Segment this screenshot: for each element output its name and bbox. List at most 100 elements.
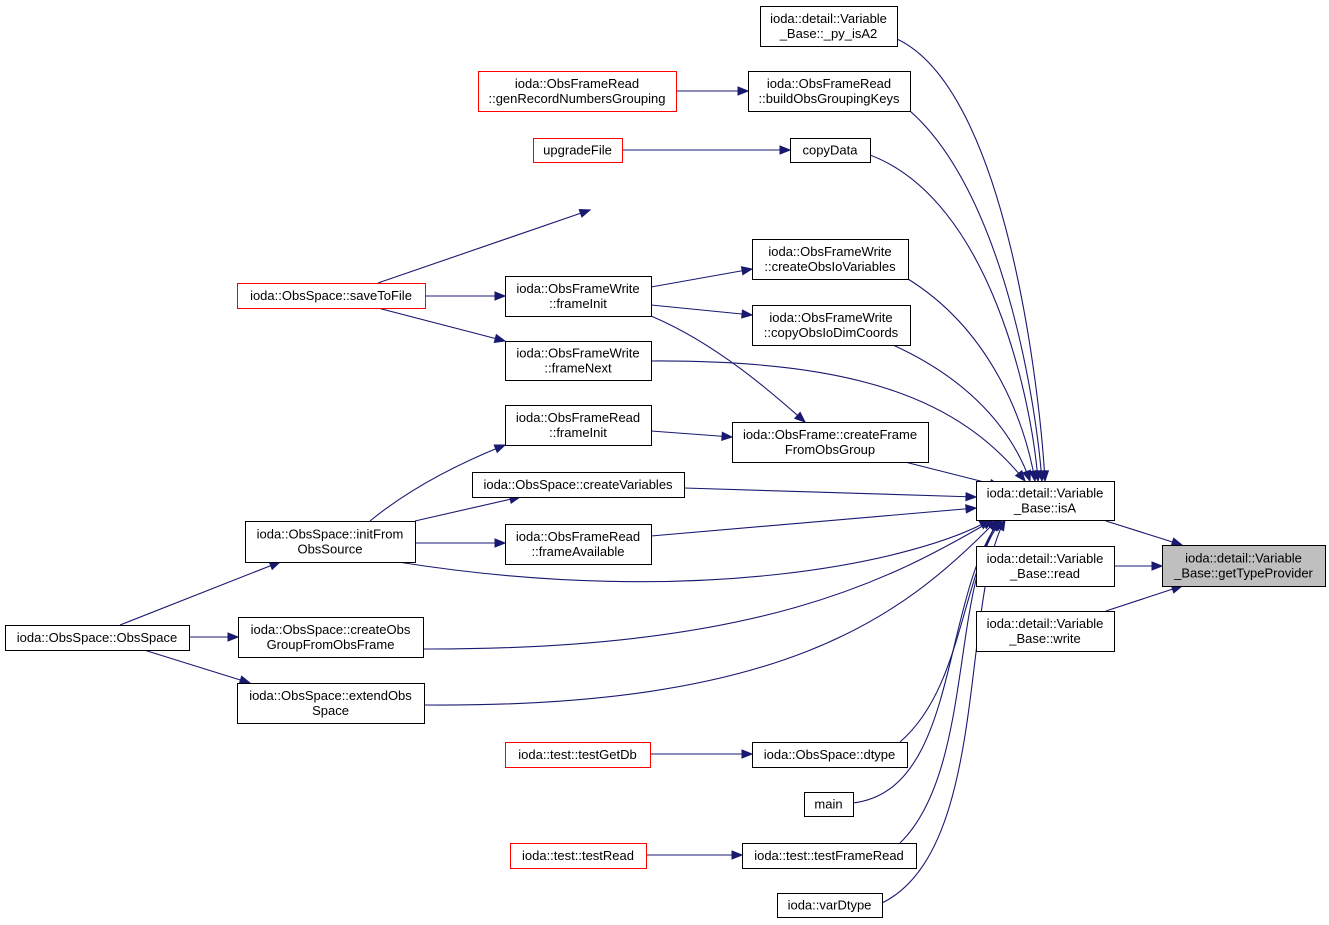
arrowhead-icon	[965, 504, 978, 514]
node-label: ::frameAvailable	[532, 544, 625, 559]
node-label: ::copyObsIoDimCoords	[764, 325, 899, 340]
node-box	[1162, 545, 1326, 587]
edge-fwFrameInit-to-createFrameFromObsGroup	[650, 315, 806, 423]
arrowhead-icon	[1014, 469, 1026, 483]
arrowhead-icon	[578, 208, 592, 218]
node-label: copyData	[803, 143, 859, 158]
node-label: ioda::ObsFrameRead	[515, 76, 639, 91]
node-label: ioda::ObsFrameRead	[767, 76, 891, 91]
node-frameAvailable[interactable]: ioda::ObsFrameRead::frameAvailable	[505, 524, 652, 565]
node-createObsIoVariables[interactable]: ioda::ObsFrameWrite::createObsIoVariable…	[752, 239, 909, 280]
node-fwFrameInit[interactable]: ioda::ObsFrameWrite::frameInit	[505, 276, 652, 317]
edge-initFromObsSource-to-createVariables	[414, 496, 521, 522]
arrowhead-icon	[238, 675, 252, 685]
node-testFrameRead[interactable]: ioda::test::testFrameRead	[742, 843, 917, 869]
node-fwFrameNext[interactable]: ioda::ObsFrameWrite::frameNext	[505, 341, 652, 381]
node-box	[732, 422, 929, 463]
node-label: _Base::isA	[1013, 501, 1076, 516]
node-box	[237, 683, 425, 724]
node-box	[238, 617, 424, 658]
edge-obsSpaceCtor-to-extendObsSpace	[143, 649, 251, 684]
arrowhead-icon	[1151, 561, 1164, 571]
arrowhead-icon	[721, 431, 734, 441]
edge-copyData-to-isA	[869, 154, 1039, 482]
node-label: _Base::write	[1008, 631, 1081, 646]
node-dtype[interactable]: ioda::ObsSpace::dtype	[752, 742, 908, 768]
node-testRead[interactable]: ioda::test::testRead	[510, 843, 647, 869]
node-box	[505, 341, 652, 381]
node-genRecordNumbersGrouping[interactable]: ioda::ObsFrameRead::genRecordNumbersGrou…	[478, 71, 677, 112]
node-testGetDb[interactable]: ioda::test::testGetDb	[505, 742, 651, 768]
node-main[interactable]: main	[804, 792, 854, 817]
node-copyObsIoDimCoords[interactable]: ioda::ObsFrameWrite::copyObsIoDimCoords	[752, 305, 911, 346]
arrowhead-icon	[741, 749, 754, 759]
node-createVariables[interactable]: ioda::ObsSpace::createVariables	[472, 472, 685, 498]
node-label: _Base::getTypeProvider	[1173, 566, 1313, 581]
node-frFrameInit[interactable]: ioda::ObsFrameRead::frameInit	[505, 405, 652, 446]
node-box	[505, 524, 652, 565]
node-label: ::buildObsGroupingKeys	[759, 91, 900, 106]
node-label: ioda::detail::Variable	[987, 486, 1104, 501]
nodes-layer: ioda::detail::Variable_Base::getTypeProv…	[5, 6, 1326, 918]
arrowhead-icon	[494, 538, 507, 548]
node-label: ioda::detail::Variable	[987, 616, 1104, 631]
node-label: _Base::_py_isA2	[779, 26, 878, 41]
node-label: _Base::read	[1009, 566, 1080, 581]
node-isA[interactable]: ioda::detail::Variable_Base::isA	[976, 481, 1115, 521]
node-obsSpaceCtor[interactable]: ioda::ObsSpace::ObsSpace	[5, 625, 190, 651]
arrowhead-icon	[494, 291, 507, 301]
edge-copyObsIoDimCoords-to-isA	[892, 344, 1031, 482]
arrowhead-icon	[779, 145, 792, 155]
node-label: GroupFromObsFrame	[267, 637, 395, 652]
arrowhead-icon	[741, 309, 754, 319]
node-upgradeFile[interactable]: upgradeFile	[533, 138, 623, 163]
node-label: ioda::ObsSpace::dtype	[764, 747, 896, 762]
node-getTypeProvider[interactable]: ioda::detail::Variable_Base::getTypeProv…	[1162, 545, 1326, 587]
node-label: ioda::test::testGetDb	[518, 747, 637, 762]
node-label: ioda::ObsFrameRead	[516, 529, 640, 544]
edge-fwFrameInit-to-copyObsIoDimCoords	[650, 304, 753, 316]
node-box	[472, 472, 685, 498]
node-buildObsGroupingKeys[interactable]: ioda::ObsFrameRead::buildObsGroupingKeys	[748, 71, 911, 112]
node-label: ioda::test::testRead	[522, 848, 634, 863]
node-label: ::frameInit	[549, 425, 607, 440]
node-varDtype[interactable]: ioda::varDtype	[777, 893, 883, 918]
node-label: ioda::ObsFrameWrite	[768, 244, 891, 259]
node-box	[752, 239, 909, 280]
arrowhead-icon	[493, 333, 507, 343]
edges-layer	[119, 38, 1184, 904]
node-box	[505, 405, 652, 446]
edge-saveToFile-to-fwFrameNext	[377, 307, 506, 342]
node-box	[478, 71, 677, 112]
edge-isA-to-getTypeProvider	[1105, 520, 1183, 546]
node-label: ioda::ObsSpace::ObsSpace	[17, 630, 177, 645]
node-read[interactable]: ioda::detail::Variable_Base::read	[976, 546, 1115, 587]
node-copyData[interactable]: copyData	[790, 138, 871, 163]
node-saveToFile[interactable]: ioda::ObsSpace::saveToFile	[237, 283, 426, 309]
node-write[interactable]: ioda::detail::Variable_Base::write	[976, 611, 1115, 652]
arrowhead-icon	[1022, 469, 1031, 483]
edge-createVariables-to-isA	[683, 487, 977, 498]
node-box	[245, 521, 416, 563]
node-label: ::genRecordNumbersGrouping	[488, 91, 665, 106]
node-createObsGroupFromObsFrame[interactable]: ioda::ObsSpace::createObsGroupFromObsFra…	[238, 617, 424, 658]
edge-py_isA2-to-isA	[896, 38, 1046, 482]
edge-saveToFile-to-isA	[377, 209, 591, 284]
arrowhead-icon	[965, 491, 978, 502]
edge-initFromObsSource-to-isA	[397, 519, 991, 583]
edge-write-to-getTypeProvider	[1105, 585, 1183, 612]
edge-frameAvailable-to-isA	[650, 507, 977, 537]
edge-initFromObsSource-to-frFrameInit	[369, 444, 506, 522]
node-label: ioda::ObsFrameWrite	[769, 310, 892, 325]
node-label: ObsSource	[297, 542, 362, 557]
node-box	[976, 611, 1115, 652]
edge-obsSpaceCtor-to-initFromObsSource	[119, 561, 281, 626]
node-box	[752, 305, 911, 346]
node-label: ::createObsIoVariables	[764, 259, 896, 274]
node-py_isA2[interactable]: ioda::detail::Variable_Base::_py_isA2	[760, 6, 898, 47]
node-box	[533, 138, 623, 163]
